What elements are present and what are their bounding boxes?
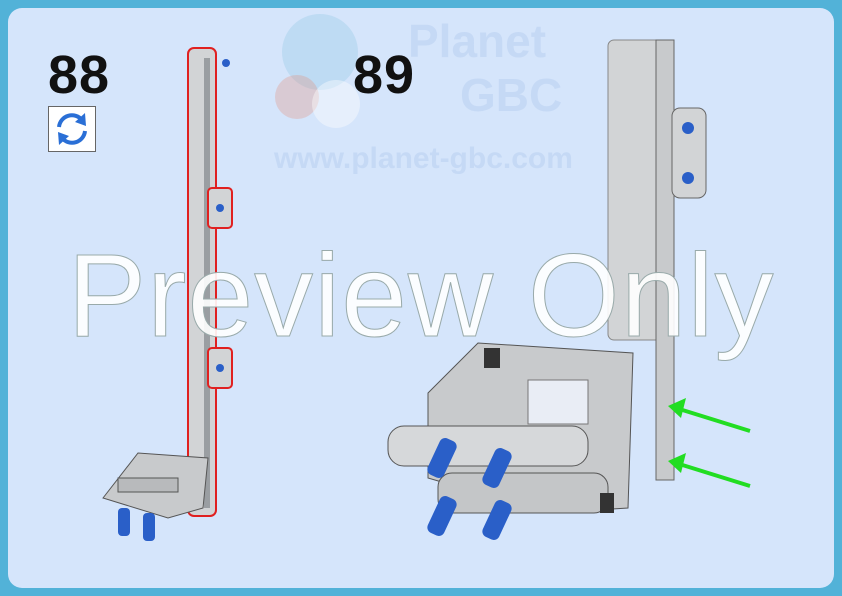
globe-balls-logo-icon — [275, 14, 360, 128]
highlighted-beam-part — [187, 47, 233, 517]
rotate-arrows-icon — [57, 113, 87, 145]
step-number-89: 89 — [353, 45, 416, 105]
watermark-planet: Planet — [408, 15, 547, 67]
instruction-page: Planet GBC www.planet-gbc.com 88 89 — [8, 8, 834, 588]
green-arrow-upper — [668, 398, 751, 433]
frame-assembly-large — [387, 342, 634, 540]
watermark-url: www.planet-gbc.com — [274, 142, 573, 175]
watermark-gbc: GBC — [460, 69, 563, 121]
rotate-model-button — [48, 106, 96, 152]
vertical-beam-part — [607, 39, 707, 481]
blue-pins — [427, 438, 512, 540]
step-illustrations — [102, 39, 751, 541]
preview-only-overlay: Preview Only — [67, 230, 775, 363]
watermark-logo: Planet GBC www.planet-gbc.com — [8, 8, 834, 588]
green-arrow-lower — [668, 453, 751, 488]
frame-assembly-small — [102, 452, 209, 541]
step-number-88: 88 — [48, 45, 111, 105]
